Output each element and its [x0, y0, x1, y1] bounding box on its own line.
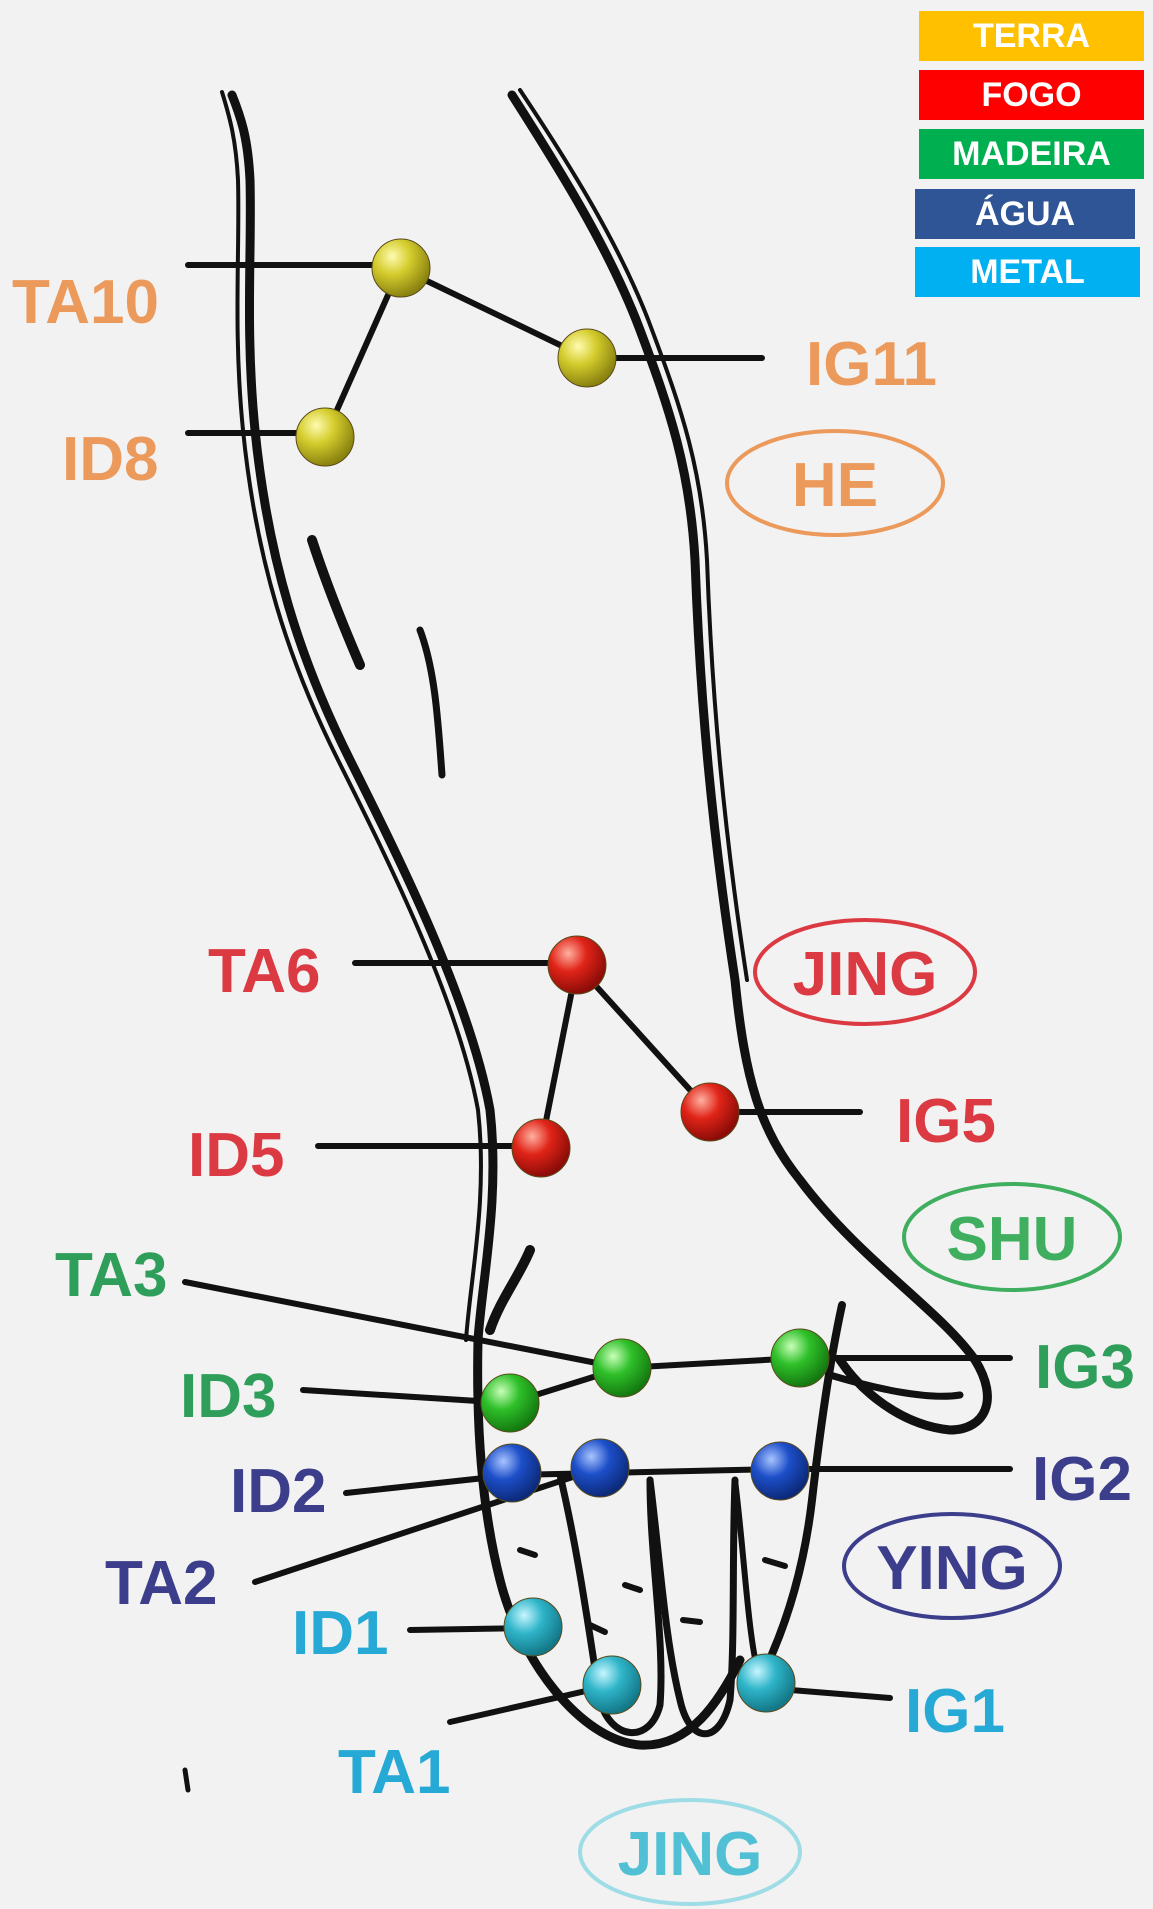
point-ta3[interactable] — [592, 1338, 652, 1398]
label-ig2: IG2 — [1032, 1445, 1132, 1514]
point-id1[interactable] — [503, 1597, 563, 1657]
point-id8[interactable] — [295, 407, 355, 467]
label-ig5: IG5 — [896, 1087, 996, 1156]
label-ta3: TA3 — [55, 1241, 168, 1310]
point-ig1[interactable] — [736, 1653, 796, 1713]
oval-ying — [842, 1512, 1062, 1620]
point-ta6[interactable] — [547, 935, 607, 995]
legend-madeira: MADEIRA — [919, 129, 1144, 179]
legend-metal: METAL — [915, 247, 1140, 297]
point-labels: TA10 ID8 IG11 TA6 ID5 IG5 TA3 ID3 IG3 ID… — [12, 268, 1135, 1807]
category-ying: YING — [876, 1534, 1028, 1603]
leader-lines — [182, 262, 1013, 1725]
point-ta1[interactable] — [582, 1655, 642, 1715]
label-ig3: IG3 — [1035, 1333, 1135, 1402]
label-id1: ID1 — [292, 1599, 388, 1668]
point-ig2[interactable] — [750, 1441, 810, 1501]
category-he: HE — [792, 451, 878, 520]
label-ig1: IG1 — [905, 1677, 1005, 1746]
points — [295, 238, 830, 1715]
category-jing-metal: JING — [618, 1820, 763, 1889]
point-ig5[interactable] — [680, 1082, 740, 1142]
label-ta6: TA6 — [208, 937, 321, 1006]
label-id3: ID3 — [180, 1362, 276, 1431]
label-ig11: IG11 — [806, 330, 937, 399]
category-shu: SHU — [947, 1205, 1078, 1274]
legend-terra: TERRA — [919, 11, 1144, 61]
label-id5: ID5 — [188, 1121, 284, 1190]
category-ovals: HE JING SHU YING JING — [578, 429, 1122, 1906]
point-id2[interactable] — [482, 1443, 542, 1503]
oval-jing-fire — [753, 918, 977, 1026]
label-ta1: TA1 — [338, 1738, 451, 1807]
point-ta2[interactable] — [570, 1438, 630, 1498]
oval-jing-metal — [578, 1798, 802, 1906]
legend-fogo: FOGO — [919, 70, 1144, 120]
label-ta2: TA2 — [105, 1549, 218, 1618]
point-ta10[interactable] — [371, 238, 431, 298]
category-jing-fire: JING — [793, 940, 938, 1009]
oval-shu — [902, 1182, 1122, 1292]
point-id3[interactable] — [480, 1373, 540, 1433]
label-id2: ID2 — [230, 1457, 326, 1526]
point-ig11[interactable] — [557, 328, 617, 388]
legend-agua: ÁGUA — [915, 189, 1135, 239]
point-ig3[interactable] — [770, 1328, 830, 1388]
point-id5[interactable] — [511, 1118, 571, 1178]
label-id8: ID8 — [62, 425, 158, 494]
label-ta10: TA10 — [12, 268, 159, 337]
oval-he — [725, 429, 945, 537]
